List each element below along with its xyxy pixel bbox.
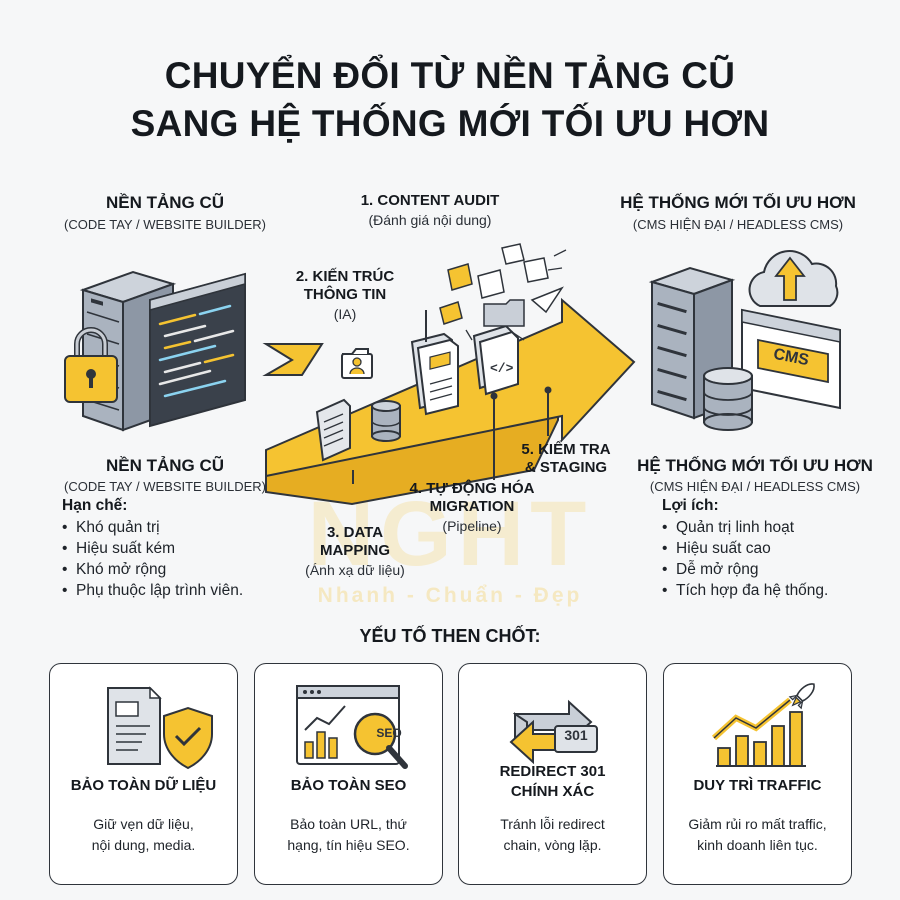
new-system-subheading: (CMS HIỆN ĐẠI / HEADLESS CMS)	[632, 217, 844, 232]
old-server-illustration	[64, 270, 246, 432]
list-item: Quản trị linh hoạt	[662, 517, 892, 538]
card-title-line-2: CHÍNH XÁC	[510, 783, 595, 800]
old-platform-summary-subheading: (CODE TAY / WEBSITE BUILDER)	[63, 479, 266, 494]
code-window-icon	[149, 272, 246, 428]
card-seo-preservation: SEO BẢO TOÀN SEO Bảo toàn URL, thứ hạng,…	[254, 663, 443, 885]
card-desc-line-2: nội dung, media.	[91, 837, 196, 853]
new-system-summary-subheading: (CMS HIỆN ĐẠI / HEADLESS CMS)	[649, 479, 861, 494]
flying-documents-icon	[439, 243, 567, 341]
benefits-title: Lợi ích:	[662, 497, 719, 514]
page-title: CHUYỂN ĐỔI TỪ NỀN TẢNG CŨ SANG HỆ THỐNG …	[0, 52, 900, 148]
old-platform-summary-heading: NỀN TẢNG CŨ	[105, 456, 225, 475]
card-desc-line-2: kinh doanh liên tục.	[697, 837, 818, 853]
key-factors-title: YẾU TỐ THEN CHỐT:	[359, 626, 541, 646]
rocket-icon	[788, 683, 815, 710]
new-system-benefits: Lợi ích: Quản trị linh hoạt Hiệu suất ca…	[662, 497, 892, 601]
page-title-line-2: SANG HỆ THỐNG MỚI TỐI ƯU HƠN	[130, 103, 770, 144]
new-system-summary: HỆ THỐNG MỚI TỐI ƯU HƠN (CMS HIỆN ĐẠI / …	[620, 456, 890, 494]
step-3-subtitle: (Ánh xạ dữ liệu)	[305, 562, 405, 578]
watermark-tagline: Nhanh - Chuẩn - Đẹp	[317, 584, 583, 607]
page-title-line-1: CHUYỂN ĐỔI TỪ NỀN TẢNG CŨ	[164, 55, 736, 96]
old-platform-subheading: (CODE TAY / WEBSITE BUILDER)	[63, 217, 266, 232]
step-4-label: 4. TỰ ĐỘNG HÓA MIGRATION (Pipeline)	[402, 480, 542, 534]
list-item: Tích hợp đa hệ thống.	[662, 580, 892, 601]
list-item: Hiệu suất cao	[662, 538, 892, 559]
step-2-title-line-1: 2. KIẾN TRÚC	[295, 268, 395, 285]
step-3-label: 3. DATA MAPPING (Ánh xạ dữ liệu)	[290, 524, 420, 578]
new-system-illustration	[648, 250, 841, 431]
document-icon	[315, 398, 351, 462]
step-4-title-line-1: 4. TỰ ĐỘNG HÓA	[409, 480, 535, 497]
benefits-list: Quản trị linh hoạt Hiệu suất cao Dễ mở r…	[662, 517, 892, 601]
step-2-subtitle: (IA)	[333, 306, 357, 322]
card-traffic-maintenance: DUY TRÌ TRAFFIC Giảm rủi ro mất traffic,…	[663, 663, 852, 885]
new-system-summary-heading: HỆ THỐNG MỚI TỐI ƯU HƠN	[637, 456, 873, 475]
card-desc-line-1: Giảm rủi ro mất traffic,	[688, 816, 827, 832]
limitations-list: Khó quản trị Hiệu suất kém Khó mở rộng P…	[62, 517, 302, 601]
list-item: Dễ mở rộng	[662, 559, 892, 580]
list-item: Phụ thuộc lập trình viên.	[62, 580, 302, 601]
database-icon	[371, 400, 401, 442]
new-system-header: HỆ THỐNG MỚI TỐI ƯU HƠN (CMS HIỆN ĐẠI / …	[598, 193, 878, 232]
old-platform-summary: NỀN TẢNG CŨ (CODE TAY / WEBSITE BUILDER)	[40, 456, 290, 494]
step-5-title-line-1: 5. KIỂM TRA	[521, 441, 611, 458]
step-1-subtitle: (Đánh giá nội dung)	[368, 212, 492, 228]
flow-ribbon	[262, 343, 324, 376]
seo-analytics-icon	[296, 685, 408, 769]
browser-window-icon	[741, 308, 841, 410]
code-file-icon: </>	[472, 324, 519, 396]
list-item: Khó quản trị	[62, 517, 302, 538]
card-redirect-301: 301 REDIRECT 301 CHÍNH XÁC Tránh lỗi red…	[458, 663, 647, 885]
stacked-pages-icon	[410, 332, 459, 416]
new-system-heading: HỆ THỐNG MỚI TỐI ƯU HƠN	[620, 193, 856, 212]
step-3-title-line-1: 3. DATA	[326, 524, 384, 541]
traffic-growth-rocket-icon	[711, 683, 815, 767]
redirect-arrows-icon	[509, 699, 598, 765]
watermark: NGHT Nhanh - Chuẩn - Đẹp	[0, 488, 900, 608]
card-desc-line-2: hạng, tín hiệu SEO.	[287, 837, 410, 853]
database-stack-icon	[703, 367, 753, 431]
svg-text:</>: </>	[490, 361, 514, 376]
card-title: BẢO TOÀN DỮ LIỆU	[70, 777, 217, 794]
step-3-title-line-2: MAPPING	[319, 542, 390, 559]
card-desc-line-1: Tránh lỗi redirect	[500, 816, 605, 832]
step-2-title-line-2: THÔNG TIN	[303, 286, 387, 303]
card-title-line-1: REDIRECT 301	[499, 763, 606, 780]
list-item: Hiệu suất kém	[62, 538, 302, 559]
step-4-title-line-2: MIGRATION	[429, 498, 515, 515]
old-platform-header: NỀN TẢNG CŨ (CODE TAY / WEBSITE BUILDER)	[40, 193, 290, 232]
card-desc-line-1: Bảo toàn URL, thứ	[290, 816, 407, 832]
cloud-upload-icon	[748, 250, 839, 307]
old-platform-limitations: Hạn chế: Khó quản trị Hiệu suất kém Khó …	[62, 497, 302, 601]
card-desc-line-1: Giữ vẹn dữ liệu,	[93, 816, 194, 832]
card-desc-line-2: chain, vòng lặp.	[503, 837, 602, 853]
padlock-icon	[64, 327, 118, 403]
step-1-label: 1. CONTENT AUDIT (Đánh giá nội dung)	[335, 192, 525, 228]
step-2-label: 2. KIẾN TRÚC THÔNG TIN (IA)	[290, 268, 400, 322]
migration-flow-diagram: </>	[262, 243, 636, 506]
list-item: Khó mở rộng	[62, 559, 302, 580]
limitations-title: Hạn chế:	[62, 497, 128, 514]
step-4-subtitle: (Pipeline)	[442, 518, 502, 534]
document-shield-icon	[107, 686, 213, 770]
step-5-title-line-2: & STAGING	[524, 459, 608, 476]
step-5-label: 5. KIỂM TRA & STAGING	[510, 441, 622, 477]
card-title: DUY TRÌ TRAFFIC	[693, 777, 822, 794]
seo-badge: SEO	[376, 726, 402, 740]
card-data-preservation: BẢO TOÀN DỮ LIỆU Giữ vẹn dữ liệu, nội du…	[49, 663, 238, 885]
card-title: BẢO TOÀN SEO	[290, 777, 407, 794]
old-platform-heading: NỀN TẢNG CŨ	[105, 193, 225, 212]
redirect-301-badge: 301	[564, 727, 588, 743]
folder-user-icon	[341, 348, 373, 379]
step-1-title: 1. CONTENT AUDIT	[360, 192, 500, 209]
